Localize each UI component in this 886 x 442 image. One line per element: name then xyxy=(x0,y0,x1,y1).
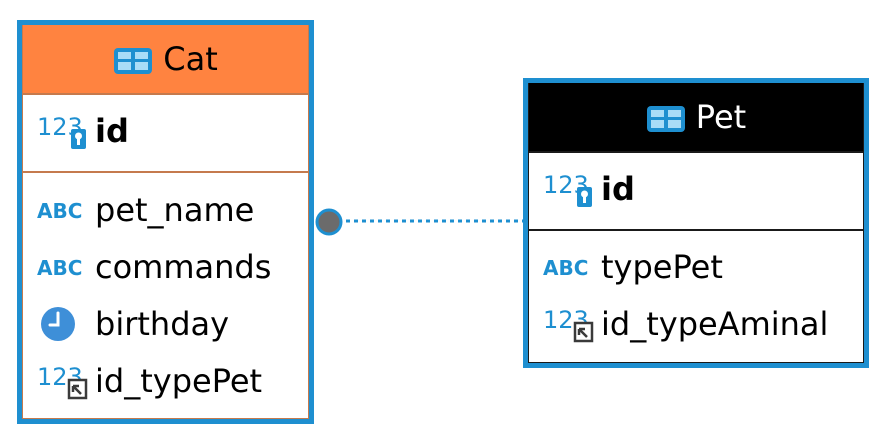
number-fk-icon: 123 xyxy=(37,361,89,401)
text-type-icon: ABC xyxy=(37,247,89,287)
column-name: typePet xyxy=(601,248,723,286)
entity-cat-header[interactable]: Cat xyxy=(23,25,308,93)
column-row-pk[interactable]: 123 id xyxy=(37,111,129,151)
entity-title: Pet xyxy=(695,98,747,136)
header-divider xyxy=(23,93,308,95)
column-name: pet_name xyxy=(95,191,255,229)
number-fk-icon: 123 xyxy=(543,304,595,344)
pk-divider xyxy=(529,229,863,231)
column-row[interactable]: ABC commands xyxy=(37,247,271,287)
number-key-icon: 123 xyxy=(543,169,595,209)
column-name: birthday xyxy=(95,305,230,343)
number-key-icon: 123 xyxy=(37,111,89,151)
column-name: commands xyxy=(95,248,272,286)
column-name: id_typePet xyxy=(95,362,263,400)
column-name: id xyxy=(95,112,129,150)
column-name: id_typeAminal xyxy=(601,305,829,343)
column-row[interactable]: 123 id_typeAminal xyxy=(543,304,828,344)
entity-pet-header[interactable]: Pet xyxy=(529,83,863,151)
entity-title: Cat xyxy=(163,40,218,78)
column-row[interactable]: ABC pet_name xyxy=(37,190,254,230)
column-row-pk[interactable]: 123 id xyxy=(543,169,635,209)
column-row[interactable]: birthday xyxy=(37,304,229,344)
table-icon xyxy=(113,45,153,74)
text-type-icon: ABC xyxy=(543,247,595,287)
svg-text:ABC: ABC xyxy=(543,256,588,280)
entity-pet[interactable]: Pet 123 id ABC typePet xyxy=(523,78,869,368)
svg-text:ABC: ABC xyxy=(37,256,82,280)
relationship-endpoint xyxy=(315,208,343,236)
column-row[interactable]: 123 id_typePet xyxy=(37,361,262,401)
header-divider xyxy=(529,151,863,153)
entity-cat[interactable]: Cat 123 id ABC pet_name xyxy=(17,20,314,424)
column-row[interactable]: ABC typePet xyxy=(543,247,723,287)
text-type-icon: ABC xyxy=(37,190,89,230)
clock-icon xyxy=(37,304,89,344)
table-icon xyxy=(646,103,686,132)
column-name: id xyxy=(601,170,635,208)
pk-divider xyxy=(23,171,308,173)
svg-text:ABC: ABC xyxy=(37,199,82,223)
